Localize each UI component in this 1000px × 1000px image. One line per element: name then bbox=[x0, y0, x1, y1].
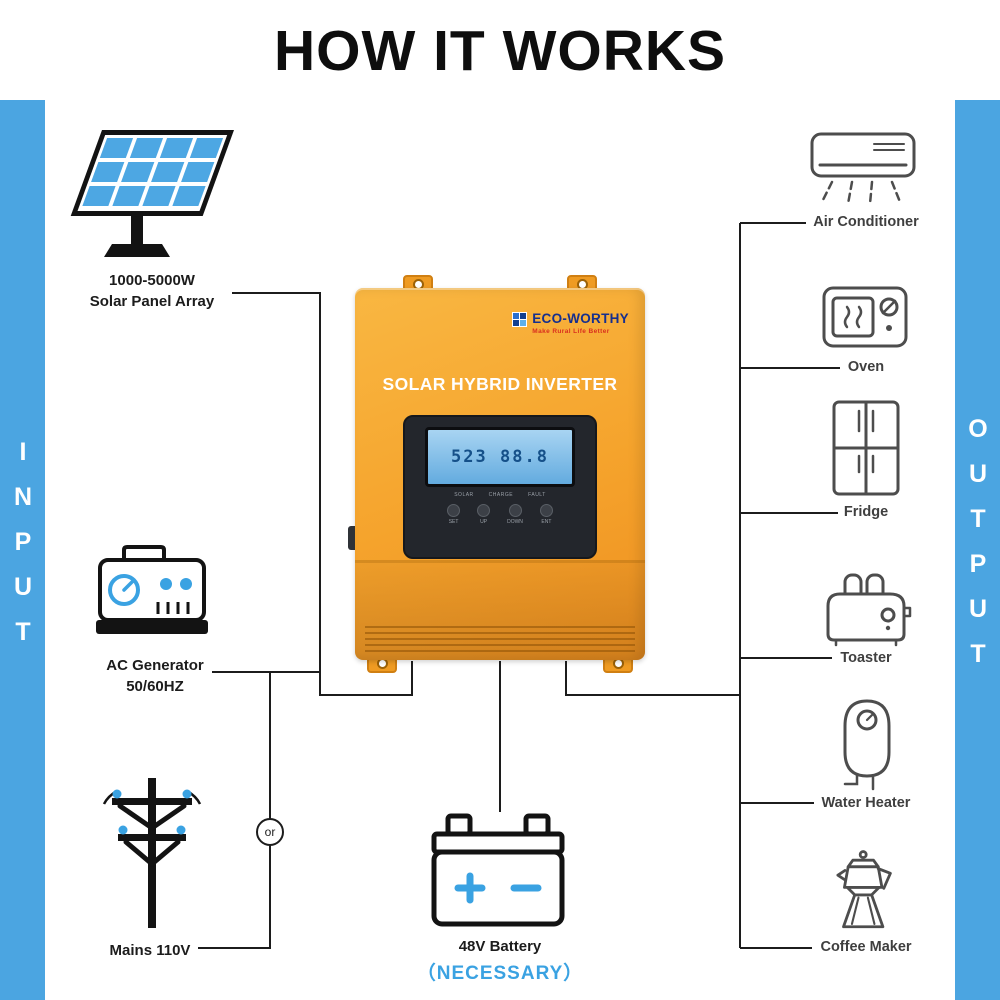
inverter-seam bbox=[355, 560, 645, 563]
page-title: HOW IT WORKS bbox=[273, 19, 727, 83]
input-bar-label: INPUT bbox=[9, 437, 37, 663]
inverter-logo: ECO-WORTHY Make Rural Life Better bbox=[512, 312, 629, 335]
air-conditioner-icon bbox=[808, 128, 918, 217]
solar-panel-icon bbox=[62, 130, 242, 267]
inverter-buttons: SET UP DOWN ENT bbox=[447, 504, 553, 525]
input-bar: INPUT bbox=[0, 100, 45, 1000]
ent-button bbox=[539, 504, 553, 517]
inverter: ECO-WORTHY Make Rural Life Better SOLAR … bbox=[348, 275, 645, 673]
water-heater-icon bbox=[832, 694, 902, 799]
inverter-brand-tagline: Make Rural Life Better bbox=[532, 327, 610, 335]
eco-worthy-logo-icon bbox=[512, 312, 528, 327]
battery-icon bbox=[428, 810, 568, 937]
toaster-icon bbox=[820, 570, 912, 655]
fridge-label: Fridge bbox=[843, 504, 889, 520]
output-bar: OUTPUT bbox=[955, 100, 1000, 1000]
down-button bbox=[508, 504, 522, 517]
inverter-status-labels: SOLAR CHARGE FAULT bbox=[454, 492, 546, 498]
coffee-maker-label: Coffee Maker bbox=[820, 939, 912, 955]
power-switch bbox=[348, 526, 355, 550]
mains-label: Mains 110V bbox=[109, 942, 191, 959]
battery-label: 48V Battery bbox=[458, 938, 542, 955]
toaster-label: Toaster bbox=[840, 650, 892, 666]
inverter-body: ECO-WORTHY Make Rural Life Better SOLAR … bbox=[348, 288, 645, 660]
inverter-vents bbox=[365, 626, 635, 652]
output-bar-label: OUTPUT bbox=[964, 415, 992, 685]
up-button bbox=[477, 504, 491, 517]
air-conditioner-label: Air Conditioner bbox=[813, 214, 919, 230]
or-junction-label: or bbox=[265, 825, 276, 839]
mains-pole-icon bbox=[102, 772, 202, 937]
lcd-readout: 523 88.8 bbox=[451, 447, 549, 467]
solar-panel-label: 1000-5000W Solar Panel Array bbox=[89, 272, 215, 310]
inverter-lcd-screen: 523 88.8 bbox=[425, 427, 575, 487]
set-button bbox=[447, 504, 461, 517]
oven-label: Oven bbox=[847, 359, 885, 375]
inverter-control-panel: 523 88.8 SOLAR CHARGE FAULT SET UP DOWN … bbox=[403, 415, 597, 559]
coffee-maker-icon bbox=[826, 848, 906, 943]
fridge-icon bbox=[826, 398, 906, 503]
oven-icon bbox=[820, 282, 910, 359]
inverter-brand: ECO-WORTHY bbox=[532, 311, 629, 326]
battery-note: （NECESSARY） bbox=[416, 963, 584, 984]
generator-icon bbox=[92, 538, 212, 655]
generator-label: AC Generator 50/60HZ bbox=[106, 657, 204, 695]
inverter-product-title: SOLAR HYBRID INVERTER bbox=[382, 374, 618, 394]
or-junction bbox=[256, 818, 284, 846]
water-heater-label: Water Heater bbox=[821, 795, 911, 811]
